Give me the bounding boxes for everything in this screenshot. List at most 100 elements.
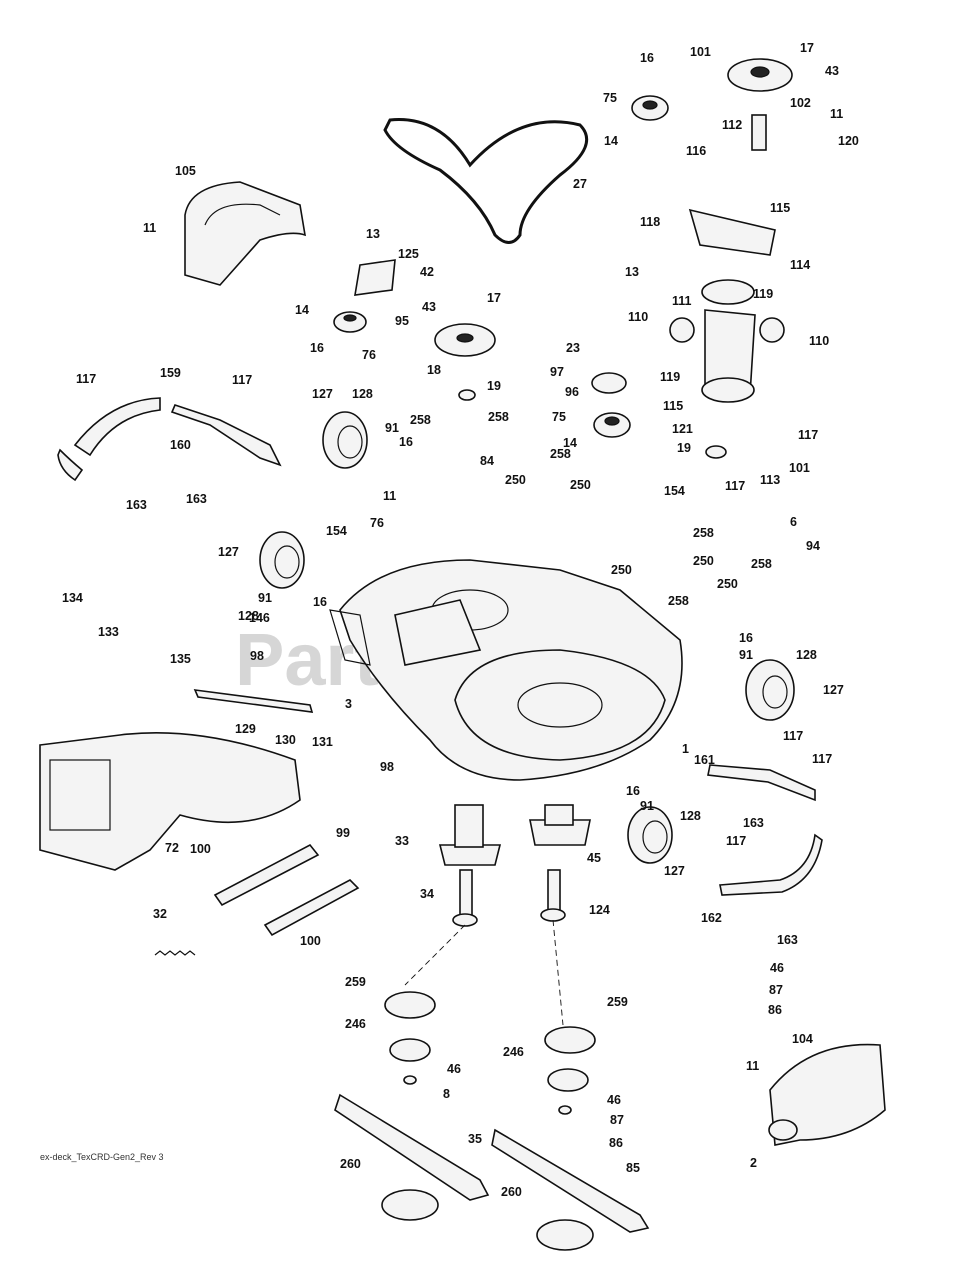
part-label-163: 163 — [743, 816, 764, 830]
part-label-11: 11 — [746, 1059, 759, 1073]
part-label-250: 250 — [611, 563, 632, 577]
part-label-46: 46 — [447, 1062, 461, 1076]
part-label-163: 163 — [126, 498, 147, 512]
part-label-246: 246 — [503, 1045, 524, 1059]
part-label-100: 100 — [300, 934, 321, 948]
part-label-16: 16 — [313, 595, 327, 609]
part-label-105: 105 — [175, 164, 196, 178]
part-label-130: 130 — [275, 733, 296, 747]
part-label-2: 2 — [750, 1156, 757, 1170]
part-label-16: 16 — [640, 51, 654, 65]
part-label-260: 260 — [340, 1157, 361, 1171]
part-label-94: 94 — [806, 539, 820, 553]
spring-32 — [154, 950, 196, 956]
part-label-6: 6 — [790, 515, 797, 529]
part-label-259: 259 — [345, 975, 366, 989]
wheel-128-right-upper — [745, 659, 795, 721]
part-label-110: 110 — [809, 334, 829, 348]
part-label-101: 101 — [690, 45, 711, 59]
part-label-117: 117 — [812, 752, 832, 766]
part-label-259: 259 — [607, 995, 628, 1009]
part-label-104: 104 — [792, 1032, 813, 1046]
part-label-16: 16 — [310, 341, 324, 355]
part-label-8: 8 — [443, 1087, 450, 1101]
part-label-13: 13 — [625, 265, 639, 279]
part-label-121: 121 — [672, 422, 693, 436]
part-label-115: 115 — [770, 201, 790, 215]
part-label-134: 134 — [62, 591, 83, 605]
part-label-91: 91 — [258, 591, 272, 605]
part-label-11: 11 — [830, 107, 843, 121]
spindle-33 — [438, 804, 502, 927]
spindle-45 — [529, 804, 591, 922]
part-label-27: 27 — [573, 177, 587, 191]
part-label-33: 33 — [395, 834, 409, 848]
blade-adapter-left — [384, 991, 436, 1085]
part-label-258: 258 — [488, 410, 509, 424]
skid-161 — [707, 764, 816, 802]
part-label-43: 43 — [422, 300, 436, 314]
part-label-91: 91 — [640, 799, 654, 813]
part-label-17: 17 — [487, 291, 501, 305]
part-label-258: 258 — [550, 447, 571, 461]
part-label-260: 260 — [501, 1185, 522, 1199]
part-label-258: 258 — [668, 594, 689, 608]
part-label-19: 19 — [677, 441, 691, 455]
part-label-154: 154 — [664, 484, 685, 498]
part-label-99: 99 — [336, 826, 350, 840]
skid-162 — [719, 833, 823, 896]
part-label-163: 163 — [777, 933, 798, 947]
part-label-127: 127 — [664, 864, 685, 878]
part-label-117: 117 — [232, 373, 252, 387]
part-label-128: 128 — [796, 648, 817, 662]
part-label-16: 16 — [739, 631, 753, 645]
part-label-91: 91 — [739, 648, 753, 662]
part-label-112: 112 — [722, 118, 742, 132]
part-label-43: 43 — [825, 64, 839, 78]
part-label-11: 11 — [383, 489, 396, 503]
part-label-42: 42 — [420, 265, 434, 279]
part-label-154: 154 — [326, 524, 347, 538]
belt-27 — [383, 118, 589, 244]
part-label-101: 101 — [789, 461, 810, 475]
part-label-76: 76 — [362, 348, 376, 362]
part-label-86: 86 — [609, 1136, 623, 1150]
part-label-258: 258 — [751, 557, 772, 571]
part-label-128: 128 — [352, 387, 373, 401]
part-label-84: 84 — [480, 454, 494, 468]
part-label-117: 117 — [726, 834, 746, 848]
part-label-117: 117 — [76, 372, 96, 386]
part-label-118: 118 — [640, 215, 660, 229]
part-label-46: 46 — [770, 961, 784, 975]
part-label-13: 13 — [366, 227, 380, 241]
part-label-120: 120 — [838, 134, 859, 148]
part-label-19: 19 — [487, 379, 501, 393]
shield-260-left — [381, 1189, 439, 1221]
part-label-114: 114 — [790, 258, 810, 272]
part-label-163: 163 — [186, 492, 207, 506]
part-label-3: 3 — [345, 697, 352, 711]
part-label-14: 14 — [604, 134, 618, 148]
cover-104 — [768, 1043, 886, 1146]
part-label-117: 117 — [783, 729, 803, 743]
part-label-119: 119 — [753, 287, 773, 301]
part-label-98: 98 — [250, 649, 264, 663]
wheel-128-left-lower — [259, 531, 305, 589]
part-label-128: 128 — [680, 809, 701, 823]
deck-bars-left — [57, 397, 282, 482]
part-label-117: 117 — [725, 479, 745, 493]
part-label-110: 110 — [628, 310, 648, 324]
part-label-35: 35 — [468, 1132, 482, 1146]
part-label-258: 258 — [693, 526, 714, 540]
part-label-250: 250 — [717, 577, 738, 591]
part-label-124: 124 — [589, 903, 610, 917]
part-label-97: 97 — [550, 365, 564, 379]
part-label-146: 146 — [249, 611, 270, 625]
part-label-72: 72 — [165, 841, 179, 855]
part-label-95: 95 — [395, 314, 409, 328]
part-label-119: 119 — [660, 370, 680, 384]
part-label-96: 96 — [565, 385, 579, 399]
gearbox-assembly — [631, 58, 793, 459]
